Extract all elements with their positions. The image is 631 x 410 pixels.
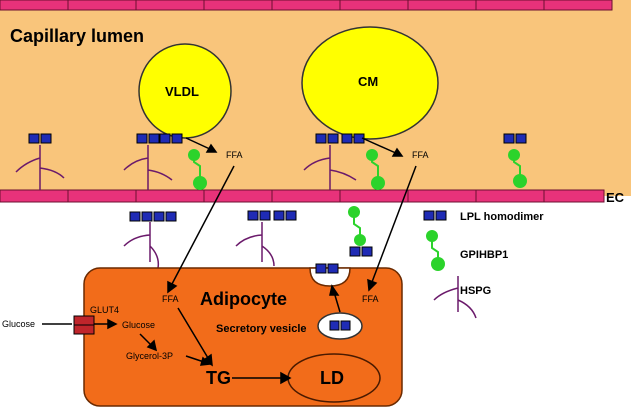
lpl-interstitial	[129, 210, 373, 257]
hspg-lumen	[15, 145, 357, 190]
ffa-right-label: FFA	[362, 294, 379, 304]
secretory-vesicle	[317, 312, 363, 340]
ld-label: LD	[320, 368, 344, 388]
glucose-out-label: Glucose	[2, 319, 35, 329]
vldl-particle	[138, 43, 232, 139]
legend: LPL homodimer GPIHBP1 HSPG	[423, 210, 544, 297]
gpihbp1-interstitial	[348, 206, 366, 246]
lpl-lumen	[28, 133, 527, 144]
adipocyte-label: Adipocyte	[200, 289, 287, 309]
tg-to-ld-arrow	[232, 371, 292, 385]
tg-label: TG	[206, 368, 231, 388]
legend-lpl-icon	[423, 210, 447, 221]
legend-gpihbp1-icon	[426, 230, 445, 271]
vesicle-to-notch-arrow	[329, 284, 341, 313]
capillary-lumen-label: Capillary lumen	[10, 26, 144, 46]
secretory-vesicle-label: Secretory vesicle	[216, 323, 307, 335]
ffa-influx-arrows	[167, 165, 417, 294]
legend-hspg-label: HSPG	[460, 285, 491, 297]
ffa-left-label: FFA	[162, 294, 179, 304]
ec-label: EC	[606, 190, 625, 205]
ffa-lumen-arrows	[185, 137, 404, 157]
endothelial-top-row	[0, 0, 613, 11]
legend-lpl-label: LPL homodimer	[460, 211, 544, 223]
glucose-in-label: Glucose	[122, 320, 155, 330]
glucose-transport-arrow	[94, 318, 118, 330]
lpl-notch	[315, 263, 339, 274]
lpl-vesicle	[329, 320, 351, 331]
legend-gpihbp1-label: GPIHBP1	[460, 249, 508, 261]
cm-label: CM	[358, 74, 378, 89]
glut4-label: GLUT4	[90, 305, 119, 315]
ffa-vldl-label: FFA	[226, 150, 243, 160]
glucose-to-g3p-arrow	[139, 333, 158, 352]
ffa-cm-label: FFA	[412, 150, 429, 160]
endothelial-bottom-row	[0, 189, 605, 203]
glycerol3p-label: Glycerol-3P	[126, 351, 173, 361]
hspg-interstitial	[123, 222, 477, 319]
gpihbp1-lumen	[188, 149, 527, 190]
ffa-to-tg-arrow	[177, 307, 213, 367]
vldl-label: VLDL	[165, 84, 199, 99]
cm-particle	[301, 26, 439, 140]
